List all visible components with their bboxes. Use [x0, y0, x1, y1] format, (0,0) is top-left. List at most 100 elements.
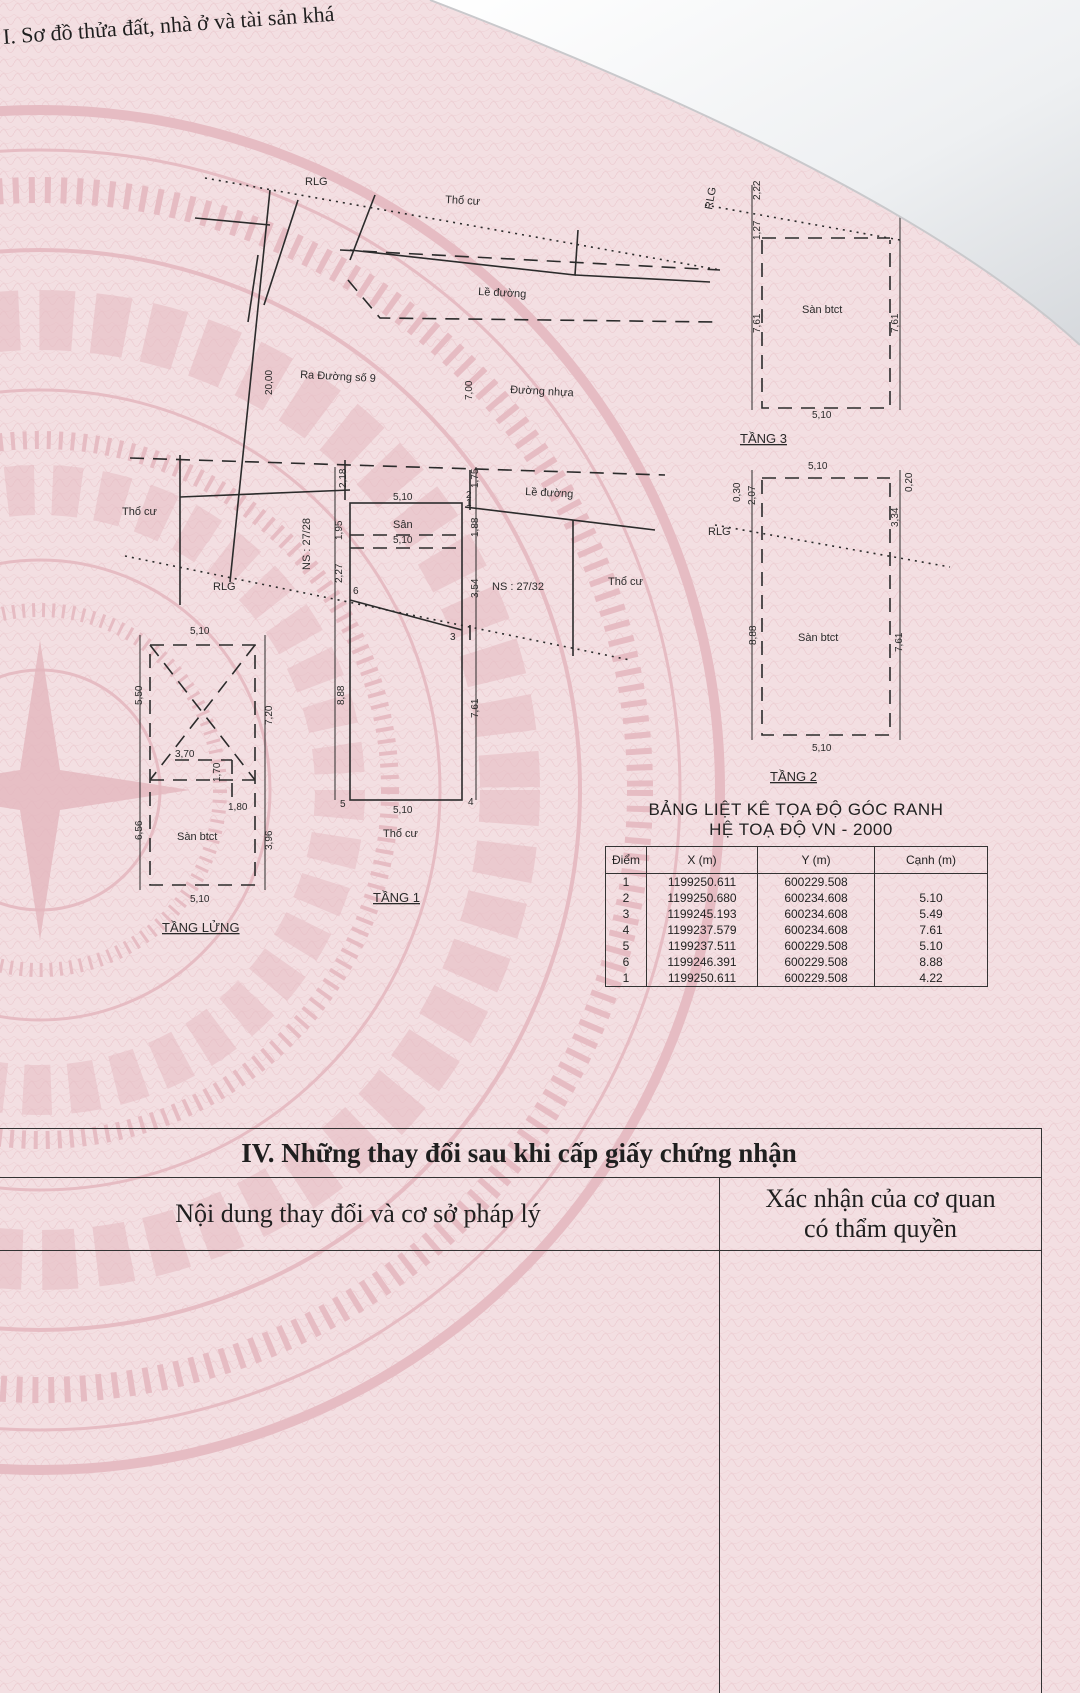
table-row: 4 1199237.579 600234.608 7.61: [604, 922, 989, 938]
point-4-label: 4: [468, 797, 474, 808]
dim-510-t1-top: 5,10: [393, 492, 413, 503]
coordinate-table-block: BẢNG LIỆT KÊ TỌA ĐỘ GÓC RANH HỆ TOẠ ĐỘ V…: [604, 800, 997, 987]
cell-edge: 5.10: [874, 938, 989, 954]
cell-y: 600229.508: [757, 954, 876, 970]
header-point: Điểm: [604, 846, 648, 874]
changes-table: IV. Những thay đổi sau khi cấp giấy chứn…: [0, 1128, 1042, 1693]
label-rlg-top-right: RLG: [703, 186, 719, 210]
label-tang-3: TẦNG 3: [740, 431, 787, 446]
coord-table-subtitle: HỆ TOẠ ĐỘ VN - 2000: [709, 820, 893, 839]
header-x: X (m): [646, 846, 759, 874]
label-rlg-left: RLG: [213, 581, 236, 593]
dim-761-t2: 7,61: [894, 632, 905, 652]
label-tang-2: TẦNG 2: [770, 769, 817, 784]
label-tho-cu-bottom: Thổ cư: [383, 828, 419, 840]
cell-x: 1199245.193: [646, 906, 759, 922]
cell-point: 3: [604, 906, 648, 922]
header-edge: Cạnh (m): [874, 846, 989, 874]
dim-222: 2,22: [752, 180, 763, 200]
coordinate-table: Điểm X (m) Y (m) Cạnh (m) 1 1199250.611 …: [604, 846, 989, 987]
floor-3-plan: [704, 185, 901, 410]
cell-x: 1199237.511: [646, 938, 759, 954]
dim-030: 0,30: [732, 482, 743, 502]
dim-2000: 20,00: [264, 370, 275, 395]
point-1-label: 1: [466, 498, 472, 509]
cell-point: 6: [604, 954, 648, 970]
dim-761-t3-left: 7,61: [752, 313, 763, 333]
changes-section: IV. Những thay đổi sau khi cấp giấy chứn…: [0, 1128, 1042, 1693]
dim-510-t3-bottom: 5,10: [812, 410, 832, 421]
column-confirm-header: Xác nhận của cơ quan có thẩm quyền: [719, 1177, 1042, 1251]
point-5-label: 5: [340, 799, 346, 810]
dim-510-t2-bottom: 5,10: [812, 743, 832, 754]
coord-table-header-row: Điểm X (m) Y (m) Cạnh (m): [604, 846, 989, 874]
cell-y: 600234.608: [757, 906, 876, 922]
table-row: 1 1199250.611 600229.508 4.22: [604, 970, 989, 987]
mezzanine-plan: [139, 635, 266, 890]
dim-510-lung-bottom: 5,10: [190, 894, 210, 905]
dim-334: 3,34: [890, 507, 901, 527]
floor-1-plan: [334, 467, 477, 801]
cell-point: 1: [604, 873, 648, 890]
label-ns-main: NS : 27/32: [492, 581, 544, 593]
table-row: 1 1199250.611 600229.508: [604, 873, 989, 890]
drum-star: [0, 640, 190, 940]
dim-700: 7,00: [464, 380, 475, 400]
dim-127: 1,27: [752, 220, 763, 240]
label-rlg-right: RLG: [708, 526, 731, 538]
point-6-label: 6: [353, 586, 359, 597]
label-tho-cu-left: Thổ cư: [122, 506, 158, 518]
cell-edge: 7.61: [874, 922, 989, 938]
dim-761-t1: 7,61: [470, 698, 481, 718]
coord-table-title: BẢNG LIỆT KÊ TỌA ĐỘ GÓC RANH: [648, 800, 944, 819]
table-row: 6 1199246.391 600229.508 8.88: [604, 954, 989, 970]
dim-354: 3,54: [470, 578, 481, 598]
cell-point: 4: [604, 922, 648, 938]
cell-y: 600229.508: [757, 970, 876, 987]
dim-510-lung-top: 5,10: [190, 626, 210, 637]
floor-2-plan: [714, 470, 951, 740]
label-ns-left: NS : 27/28: [301, 518, 313, 570]
header-y: Y (m): [757, 846, 876, 874]
label-san: Sân: [393, 519, 413, 531]
cell-point: 2: [604, 890, 648, 906]
dim-510-t1-san: 5,10: [393, 535, 413, 546]
label-tho-cu-top: Thổ cư: [445, 194, 481, 208]
dim-888-t1: 8,88: [336, 685, 347, 705]
table-row: 5 1199237.511 600229.508 5.10: [604, 938, 989, 954]
confirm-header-line1: Xác nhận của cơ quan: [765, 1184, 996, 1213]
cell-y: 600229.508: [757, 873, 876, 890]
point-3-label: 3: [450, 632, 456, 643]
label-san-btct-t3: Sàn btct: [802, 304, 842, 316]
label-duong-nhua: Đường nhựa: [510, 384, 575, 399]
label-le-duong-top: Lề đường: [478, 286, 527, 301]
dim-550: 5,50: [134, 685, 145, 705]
confirm-cell[interactable]: [719, 1250, 1042, 1693]
cell-edge: 5.10: [874, 890, 989, 906]
cell-point: 1: [604, 970, 648, 987]
label-ra-duong: Ra Đường số 9: [300, 369, 376, 385]
cell-edge: 5.49: [874, 906, 989, 922]
dim-888-t2: 8,88: [748, 625, 759, 645]
cell-x: 1199246.391: [646, 954, 759, 970]
cell-edge: [874, 873, 989, 890]
label-san-btct-lung: Sàn btct: [177, 831, 217, 843]
dim-761-t3-right: 7,61: [890, 313, 901, 333]
label-rlg-top: RLG: [305, 176, 328, 188]
cell-x: 1199237.579: [646, 922, 759, 938]
dim-207: 2,07: [747, 485, 758, 505]
road-lines: [124, 177, 721, 661]
point-2-label: 2: [466, 490, 472, 501]
cell-x: 1199250.611: [646, 873, 759, 890]
dim-175: 1,75: [470, 468, 481, 488]
cell-y: 600234.608: [757, 922, 876, 938]
dim-510-t1-bottom: 5,10: [393, 805, 413, 816]
label-tho-cu-right: Thổ cư: [608, 576, 644, 588]
table-row: 3 1199245.193 600234.608 5.49: [604, 906, 989, 922]
column-content-header: Nội dung thay đổi và cơ sở pháp lý: [0, 1177, 720, 1251]
changes-heading: IV. Những thay đổi sau khi cấp giấy chứn…: [0, 1128, 1042, 1178]
dim-720: 7,20: [264, 705, 275, 725]
